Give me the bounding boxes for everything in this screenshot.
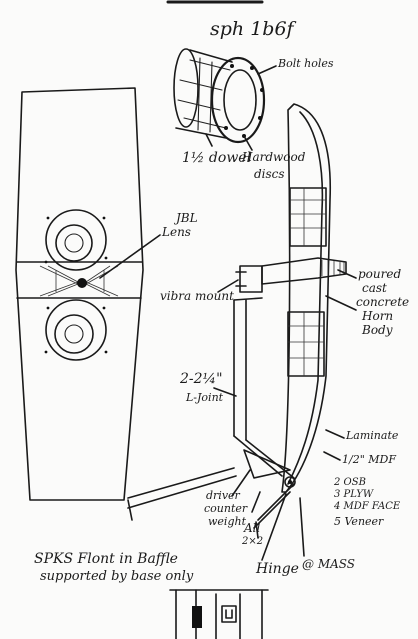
cast-label: cast bbox=[362, 281, 387, 295]
vibra-mount-pads bbox=[235, 271, 247, 287]
base-leg-left bbox=[127, 467, 237, 509]
bottom-bracket bbox=[225, 609, 233, 619]
upper-compartment-shelves bbox=[290, 188, 326, 246]
horn-throat bbox=[261, 257, 347, 285]
hinge-label: Hinge bbox=[256, 561, 299, 577]
horn-side-view bbox=[217, 103, 357, 493]
hinge-leader bbox=[261, 493, 287, 561]
speaker-cabinet bbox=[15, 87, 161, 501]
all-label: All bbox=[244, 521, 261, 535]
driver-label: driver bbox=[206, 489, 240, 502]
joint-leader bbox=[213, 387, 237, 397]
counterweight-wedge bbox=[243, 449, 291, 479]
stand-top bbox=[233, 297, 263, 301]
rear-disc bbox=[173, 48, 199, 128]
dowel-rods bbox=[177, 57, 231, 133]
lens-leader bbox=[99, 234, 161, 279]
upper-driver-dome bbox=[64, 233, 84, 253]
poured-leader bbox=[337, 269, 357, 279]
horn-label: Horn bbox=[362, 309, 394, 323]
laminate-label: Laminate bbox=[346, 429, 399, 442]
mass-leader bbox=[299, 497, 305, 557]
lens-label: Lens bbox=[162, 225, 191, 239]
l-joint-label: L-Joint bbox=[186, 391, 224, 404]
dowel-label: 1½ dowel bbox=[182, 150, 252, 166]
vibra-mount-block bbox=[239, 265, 263, 293]
joint-size-label: 2-2¼" bbox=[180, 371, 223, 387]
lens-hatching bbox=[39, 265, 119, 297]
mdf-label: 1/2" MDF bbox=[342, 453, 396, 466]
disc-assembly bbox=[173, 48, 277, 151]
layer-osb-label: 2 OSB bbox=[334, 477, 366, 488]
disc-bottom-edge bbox=[175, 127, 227, 139]
concrete-label: concrete bbox=[356, 295, 410, 309]
bottom-note-line-2: supported by base only bbox=[40, 569, 194, 584]
body-label: Body bbox=[362, 323, 393, 337]
lower-driver-dome bbox=[64, 324, 84, 344]
horn-body-leader bbox=[325, 295, 357, 311]
mdf-leader bbox=[323, 451, 341, 461]
dowel-leader bbox=[205, 133, 213, 147]
poured-hatching bbox=[321, 260, 345, 276]
upper-driver bbox=[45, 209, 107, 271]
disc-top-edge bbox=[189, 49, 233, 63]
cabinet-outline bbox=[15, 87, 144, 501]
driver-screws bbox=[44, 216, 108, 354]
jbl-label: JBL bbox=[176, 211, 198, 225]
weight-label: weight bbox=[208, 515, 246, 528]
all-leader bbox=[251, 491, 261, 513]
layer-plyw-label: 3 PLYW bbox=[334, 489, 374, 500]
upper-driver-cone bbox=[55, 224, 93, 262]
lower-compartment bbox=[287, 311, 325, 377]
top-title-label: sph 1b6f bbox=[210, 18, 294, 40]
hardwood-label: Hardwood bbox=[242, 150, 306, 164]
lower-driver bbox=[45, 299, 107, 361]
bottom-block-left bbox=[192, 606, 202, 628]
bottom-uprights bbox=[175, 589, 263, 639]
front-disc bbox=[210, 56, 266, 144]
mass-label: @ MASS bbox=[302, 557, 355, 571]
discs-leader bbox=[243, 135, 253, 151]
hinge-pivot bbox=[284, 476, 296, 488]
bottom-note-line-1: SPKS Flont in Baffle bbox=[34, 551, 178, 567]
lower-compartment-shelves bbox=[288, 312, 324, 376]
stand-post bbox=[233, 299, 247, 441]
base-feet bbox=[127, 499, 259, 539]
upper-compartment bbox=[289, 187, 327, 247]
driver-weight-leader bbox=[231, 469, 251, 497]
vibra-mount-leader bbox=[217, 279, 239, 293]
poured-label: poured bbox=[358, 267, 402, 281]
bottom-partial-sketch bbox=[169, 589, 269, 639]
lens-center bbox=[77, 278, 87, 288]
hinge-pivot-center bbox=[288, 480, 292, 484]
discs-label: discs bbox=[254, 167, 285, 181]
layer-veneer-label: 5 Veneer bbox=[334, 515, 384, 528]
horn-inner-wall bbox=[287, 111, 324, 485]
bottom-block-right bbox=[221, 605, 237, 623]
laminate-leader bbox=[325, 429, 345, 439]
front-disc-inner bbox=[223, 69, 257, 131]
layer-mdf-face-label: 4 MDF FACE bbox=[334, 501, 401, 512]
bolt-hole-dots bbox=[224, 64, 264, 138]
bolt-holes-label: Bolt holes bbox=[278, 57, 334, 70]
lower-driver-cone bbox=[54, 314, 94, 354]
counter-label: counter bbox=[204, 502, 248, 515]
bolt-holes-leader bbox=[257, 65, 277, 75]
vibra-mount-label: vibra mount bbox=[160, 289, 234, 303]
all-size-label: 2×2 bbox=[242, 536, 264, 547]
stand-base bbox=[127, 297, 305, 561]
